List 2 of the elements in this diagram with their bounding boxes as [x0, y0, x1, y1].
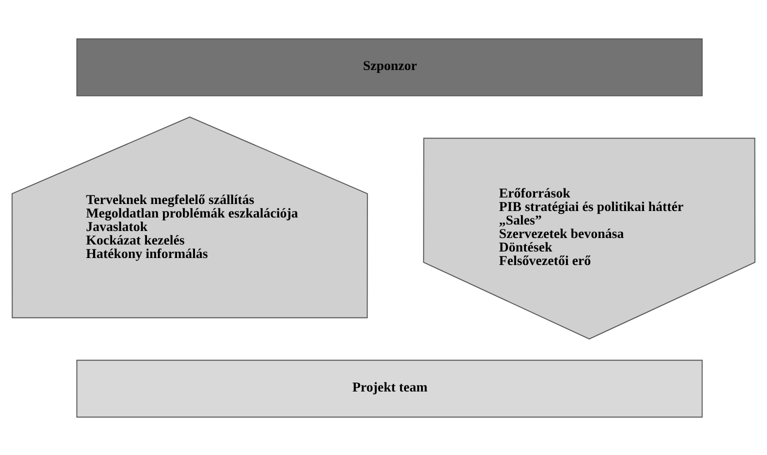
- node-box: Szponzor: [76, 38, 703, 96]
- node-box: Projekt team: [76, 359, 703, 418]
